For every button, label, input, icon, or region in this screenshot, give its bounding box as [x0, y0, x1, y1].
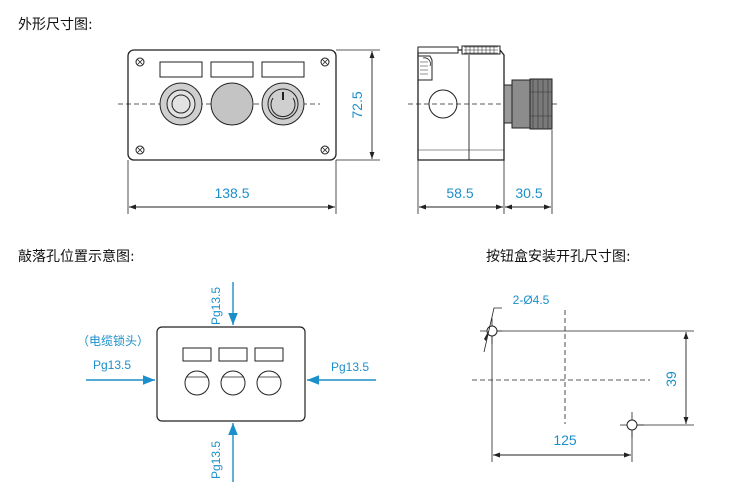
hole-spacing-x-dimension: 125 [553, 432, 577, 448]
label-plate [254, 347, 284, 362]
side-view: 58.5 30.5 [408, 45, 560, 214]
hole-spec-label: 2-Ø4.5 [513, 293, 550, 307]
label-plate [159, 61, 203, 78]
button-side-profile-icon [503, 78, 553, 130]
hole-spacing-y-dimension: 39 [663, 371, 679, 387]
button-hole [220, 370, 246, 396]
knockout-diagram: Pg13.5 Pg13.5 （电缆锁头） Pg13.5 Pg13.5 [77, 282, 376, 482]
width-dimension: 138.5 [214, 185, 249, 201]
button-hole [184, 370, 210, 396]
selector-switch-icon [261, 82, 305, 126]
height-dimension: 72.5 [349, 91, 365, 118]
outline-drawing-heading: 外形尺寸图: [18, 17, 93, 33]
mounting-cutout-heading: 按钮盒安装开孔尺寸图: [486, 249, 631, 265]
screw-icon [135, 57, 330, 155]
label-plate [261, 61, 305, 78]
button-hole [256, 370, 282, 396]
label-plate [182, 347, 212, 362]
label-plate [210, 61, 254, 78]
mushroom-pushbutton-icon [210, 82, 254, 126]
top-knockout-label: Pg13.5 [209, 287, 223, 325]
cable-gland-note: （电缆锁头） [77, 333, 149, 348]
front-view: 138.5 72.5 [118, 49, 380, 214]
body-depth-dimension: 58.5 [446, 185, 473, 201]
right-knockout-label: Pg13.5 [331, 360, 369, 374]
knockout-diagram-heading: 敲落孔位置示意图: [18, 249, 135, 265]
mounting-cutout-diagram: 2-Ø4.5 39 125 [472, 293, 694, 462]
flush-pushbutton-icon [159, 82, 203, 126]
bottom-knockout-label: Pg13.5 [209, 441, 223, 479]
button-depth-dimension: 30.5 [515, 185, 542, 201]
label-plate [218, 347, 248, 362]
mounting-hole [626, 419, 638, 431]
left-knockout-label: Pg13.5 [93, 358, 131, 372]
